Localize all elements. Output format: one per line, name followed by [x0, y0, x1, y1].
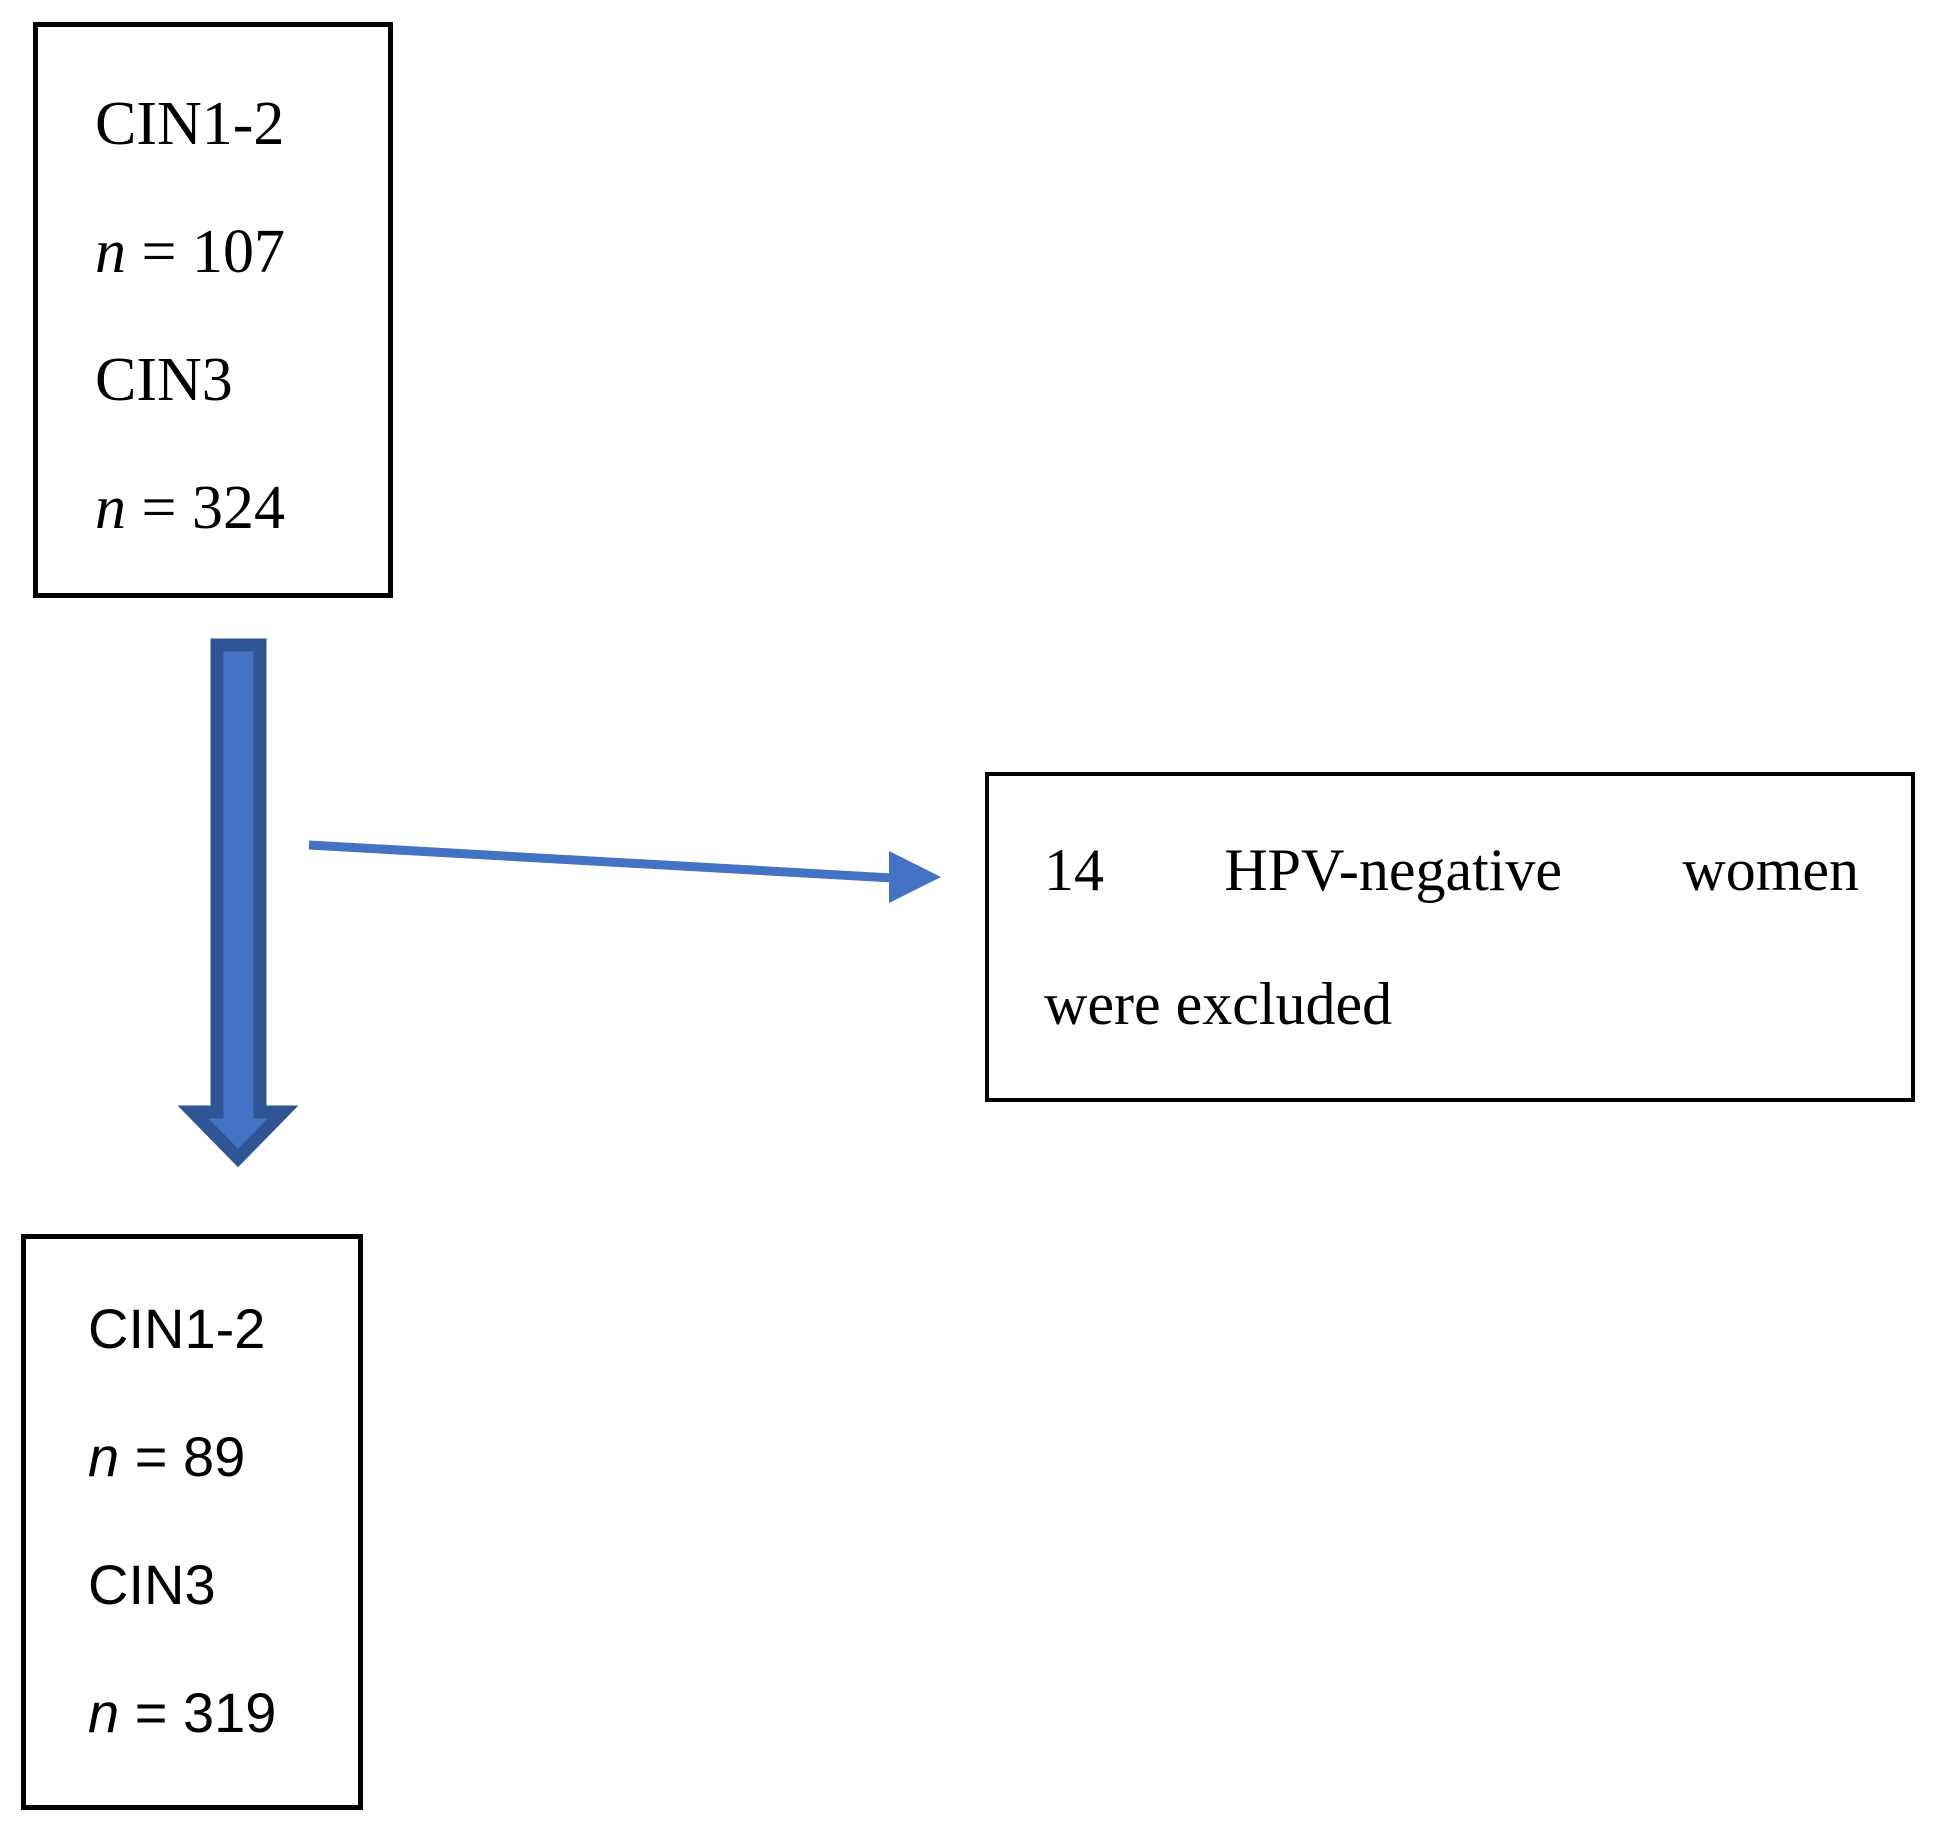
- baseline-cin3-count-value: = 324: [126, 474, 285, 542]
- exclusion-box: 14 HPV-negative women were excluded: [985, 772, 1915, 1102]
- n-symbol: n: [88, 1681, 120, 1744]
- final-cin3-count: n = 319: [88, 1685, 363, 1741]
- n-symbol: n: [95, 218, 126, 286]
- baseline-cin3-count: n = 324: [95, 477, 385, 539]
- main-flow-arrow: [177, 638, 299, 1168]
- baseline-cin12-label: CIN1-2: [95, 90, 285, 158]
- final-cin3-count-value: = 319: [119, 1681, 277, 1744]
- n-symbol: n: [88, 1425, 120, 1488]
- baseline-cin3-label: CIN3: [95, 346, 233, 414]
- excluded-count: 14: [1044, 837, 1104, 903]
- exclusion-line-2: were excluded: [1044, 971, 1393, 1037]
- exclusion-term-women: women: [1682, 837, 1859, 903]
- final-cin12-count: n = 89: [88, 1429, 363, 1485]
- n-symbol: n: [95, 474, 126, 542]
- final-cin12-label: CIN1-2: [88, 1297, 266, 1360]
- exclusion-term-hpv-negative: HPV-negative: [1224, 837, 1563, 903]
- baseline-cohort-box: CIN1-2 n = 107 CIN3 n = 324: [33, 22, 393, 598]
- baseline-cin12-count: n = 107: [95, 221, 385, 283]
- final-cohort-box: CIN1-2 n = 89 CIN3 n = 319: [21, 1234, 363, 1810]
- final-cin12-count-value: = 89: [119, 1425, 246, 1488]
- exclusion-line-1: 14 HPV-negative women: [1044, 840, 1859, 900]
- exclusion-branch-arrow-shaft: [308, 840, 894, 883]
- final-cin3-label: CIN3: [88, 1553, 216, 1616]
- baseline-cin12-count-value: = 107: [126, 218, 285, 286]
- exclusion-branch-arrow-head: [889, 851, 941, 903]
